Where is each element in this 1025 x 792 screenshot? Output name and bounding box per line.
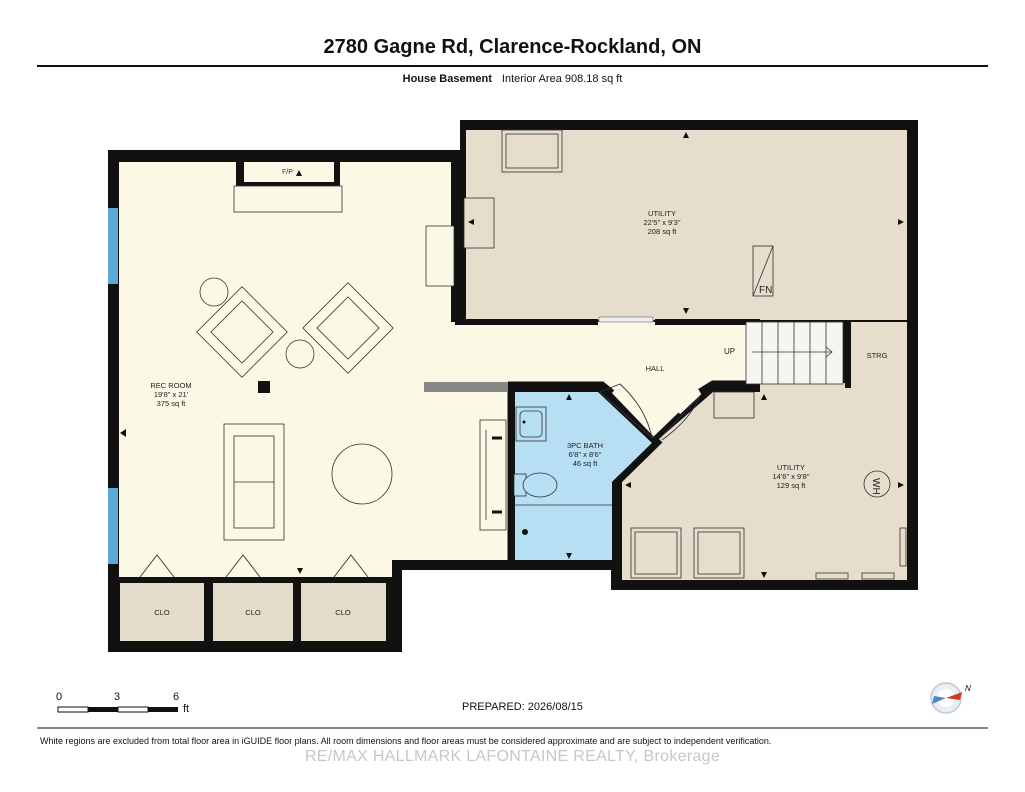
closet-3-name: CLO [335, 608, 351, 617]
window-upper [108, 208, 118, 284]
bath-area: 46 sq ft [573, 459, 599, 468]
fireplace-label: F/P [282, 169, 293, 176]
storage-floor [848, 322, 907, 384]
hall-name: HALL [646, 364, 665, 373]
closet-3-floor [301, 583, 386, 641]
room-labels: REC ROOM 19'8" x 21' 375 sq ft UTILITY 2… [150, 209, 887, 617]
closet-doors [139, 554, 369, 578]
closet-1-floor [120, 583, 204, 641]
footer-note: White regions are excluded from total fl… [40, 736, 772, 746]
scale-unit: ft [183, 703, 190, 715]
plan-subtitle: House Basement Interior Area 908.18 sq ft [0, 73, 1025, 85]
window-lower [108, 488, 118, 564]
rec-room-dims: 19'8" x 21' [154, 390, 189, 399]
utility-top-arrows [468, 132, 904, 314]
stairs-up-label: UP [724, 347, 735, 356]
compass-icon [930, 682, 962, 714]
scale-tick-3: 3 [114, 691, 121, 703]
utility-bottom-dims: 14'6" x 9'8" [773, 472, 810, 481]
utility-top-name: UTILITY [648, 209, 676, 218]
utility-bottom-floor [622, 322, 907, 580]
rec-partition [424, 382, 508, 392]
utility-bottom-fixtures [630, 391, 907, 580]
storage-name: STRG [867, 351, 888, 360]
hearth [233, 185, 343, 213]
utility-bottom-arrows [625, 394, 904, 578]
utility-top-area: 208 sq ft [648, 227, 678, 236]
bath-floor [515, 392, 652, 560]
rec-furniture [196, 225, 507, 541]
compass-label: N [965, 684, 971, 693]
rec-room-area: 375 sq ft [157, 399, 187, 408]
floor-name: House Basement [402, 73, 492, 85]
utility-window [598, 316, 654, 323]
bath-name: 3PC BATH [567, 441, 603, 450]
scale-tick-0: 0 [56, 691, 63, 703]
door-swings [599, 383, 701, 441]
utility-bottom-name: UTILITY [777, 463, 805, 472]
prepared-date: PREPARED: 2026/08/15 [462, 701, 583, 713]
utility-bottom-area: 129 sq ft [777, 481, 807, 490]
rec-post [258, 381, 270, 393]
brokerage-watermark: RE/MAX HALLMARK LAFONTAINE REALTY, Broke… [304, 748, 721, 765]
rec-arrow-left-icon [120, 429, 126, 437]
utility-top-dims: 22'5" x 9'3" [644, 218, 681, 227]
interior-walls [108, 319, 851, 645]
closet-1-name: CLO [154, 608, 170, 617]
bath-drain [522, 529, 528, 535]
stairs [745, 321, 844, 385]
closet-2-name: CLO [245, 608, 261, 617]
utility-top-fixtures [463, 129, 774, 297]
rec-arrow-down-icon [297, 568, 303, 574]
bath-fixtures [513, 406, 612, 506]
interior-area: Interior Area 908.18 sq ft [501, 73, 623, 85]
closet-2-floor [213, 583, 293, 641]
water-heater-label: WH [870, 478, 881, 495]
rec-room-name: REC ROOM [150, 381, 191, 390]
bath-arrows [566, 394, 572, 559]
bath-dims: 6'8" x 8'6" [569, 450, 602, 459]
furnace-label: FN [759, 285, 772, 296]
plan-title: 2780 Gagne Rd, Clarence-Rockland, ON [323, 36, 702, 58]
fireplace-arrow-icon [296, 170, 302, 176]
scale-bar [57, 706, 178, 713]
title-divider [37, 65, 988, 67]
scale-tick-6: 6 [173, 691, 180, 703]
